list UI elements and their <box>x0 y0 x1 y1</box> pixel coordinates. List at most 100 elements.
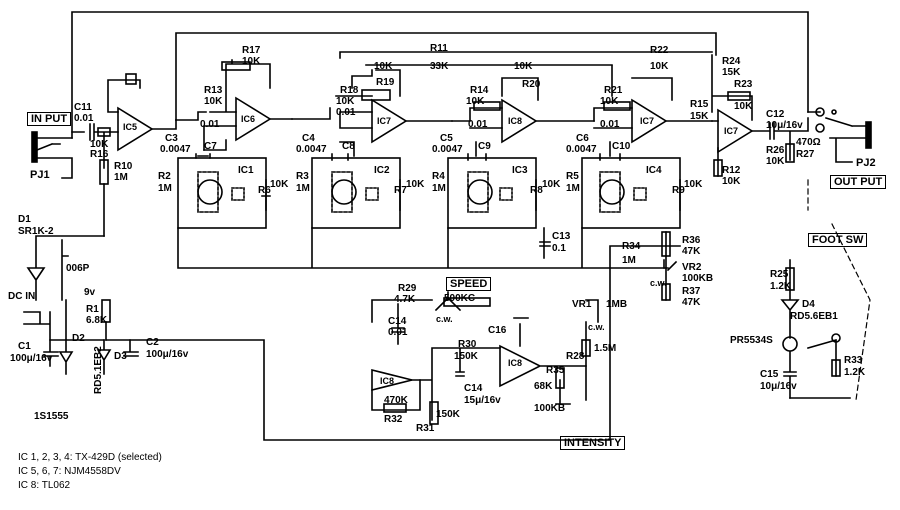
r13-value: 10K <box>204 96 223 107</box>
r18-label: R18 <box>340 85 359 96</box>
r28-label: R28 <box>566 351 585 362</box>
r13-label: R13 <box>204 85 223 96</box>
intensity-pot-value: 100KB <box>534 403 566 414</box>
r17-value: 10K <box>242 56 261 67</box>
r20-label: R20 <box>522 79 541 90</box>
r31-value: 150K <box>436 409 460 420</box>
vr2-value: 100KB <box>682 273 714 284</box>
speed-label: SPEED <box>446 277 492 291</box>
c3-label: C3 <box>165 133 178 144</box>
r14-value: 10K <box>466 96 485 107</box>
d2-label: D2 <box>72 333 85 344</box>
r25-value: 1.2K <box>770 281 792 292</box>
c6-value: 0.0047 <box>566 144 597 155</box>
r11-label: R11 <box>430 43 448 54</box>
r8-label: R8 <box>530 185 543 196</box>
ic8a-label: IC8 <box>380 376 395 386</box>
c14-label: C14 <box>388 316 407 327</box>
r4-label: R4 <box>432 171 445 182</box>
output-jack <box>865 121 872 149</box>
input-jack <box>31 131 38 163</box>
c11-value: 0.01 <box>74 113 94 124</box>
c10-label: C10 <box>612 141 631 152</box>
r35-label: R35 <box>546 365 565 376</box>
r6-label: R6 <box>258 185 271 196</box>
c9-label: C9 <box>478 141 491 152</box>
r29-value: 4.7K <box>394 294 416 305</box>
r10-label: R10 <box>114 161 133 172</box>
vr2-label: VR2 <box>682 262 702 273</box>
intensity-label: INTENSITY <box>560 436 626 450</box>
c2-label: C2 <box>146 337 159 348</box>
r23-value: 10K <box>734 101 753 112</box>
r34-value: 1M <box>622 255 636 266</box>
r6-value: 10K <box>270 179 289 190</box>
c9-value: 0.01 <box>468 119 488 130</box>
ic3-label: IC3 <box>512 165 528 176</box>
r19-label: R19 <box>376 77 395 88</box>
r1-value: 6.8K <box>86 315 108 326</box>
r7-value: 10K <box>406 179 425 190</box>
r3-value: 1M <box>296 183 310 194</box>
r3-label: R3 <box>296 171 309 182</box>
r18-value: 10K <box>336 96 355 107</box>
r14-label: R14 <box>470 85 489 96</box>
battery-voltage: 9v <box>84 287 96 298</box>
r30-value: 150K <box>454 351 478 362</box>
ic6c-label: IC8 <box>508 116 523 126</box>
r11-value: 33K <box>430 61 449 72</box>
foot-switch-label: FOOT SW <box>808 233 868 247</box>
vr1-value: 1MB <box>606 299 628 310</box>
ic4-label: IC4 <box>646 165 662 176</box>
pj2-label: PJ2 <box>856 157 876 169</box>
r35-value: 68K <box>534 381 553 392</box>
note-ic5-7: IC 5, 6, 7: NJM4558DV <box>18 466 121 477</box>
r29-label: R29 <box>398 283 417 294</box>
ic6-label: IC6 <box>241 114 256 124</box>
d4-label: D4 <box>802 299 815 310</box>
d3-label: D3 <box>114 351 127 362</box>
r10-value: 1M <box>114 172 128 183</box>
r33-label: R33 <box>844 355 863 366</box>
input-label: IN PUT <box>27 112 72 126</box>
c12-value: 10μ/16v <box>766 120 803 131</box>
vr1-cw: c.w. <box>588 322 605 332</box>
r12-label: R12 <box>722 165 741 176</box>
c3-value: 0.0047 <box>160 144 191 155</box>
ic6b-label: IC7 <box>377 116 392 126</box>
c7-value: 0.01 <box>200 119 220 130</box>
r24-value: 15K <box>722 67 741 78</box>
ic2-label: IC2 <box>374 165 390 176</box>
ic1-label: IC1 <box>238 165 254 176</box>
c7-label: C7 <box>204 141 217 152</box>
r9-value: 10K <box>684 179 703 190</box>
c14b-value: 15μ/16v <box>464 395 501 406</box>
note-ic1-4: IC 1, 2, 3, 4: TX-429D (selected) <box>18 452 162 463</box>
r36-value: 47K <box>682 246 701 257</box>
r26-value: 10K <box>766 156 785 167</box>
c13-value: 0.1 <box>552 243 566 254</box>
r19-top-value: 10K <box>374 61 393 72</box>
c1-value: 100μ/16v <box>10 353 53 364</box>
c14-value: 0.01 <box>388 327 408 338</box>
r5-label: R5 <box>566 171 579 182</box>
r32-value: 470K <box>384 395 408 406</box>
r32-label: R32 <box>384 414 403 425</box>
r26-label: R26 <box>766 145 785 156</box>
r15-label: R15 <box>690 99 709 110</box>
r4-value: 1M <box>432 183 446 194</box>
c16-label: C16 <box>488 325 507 336</box>
c8-value: 0.01 <box>336 107 356 118</box>
battery-label: 006P <box>66 263 90 274</box>
ic5-label: IC5 <box>123 122 138 132</box>
c15-label: C15 <box>760 369 779 380</box>
c4-value: 0.0047 <box>296 144 327 155</box>
c11-label: C11 <box>74 102 92 113</box>
r23-label: R23 <box>734 79 753 90</box>
d4-value: RD5.6EB1 <box>790 311 838 322</box>
r16-label: R16 <box>90 149 109 160</box>
c8-label: C8 <box>342 141 355 152</box>
c12-label: C12 <box>766 109 785 120</box>
vr1-label: VR1 <box>572 299 592 310</box>
